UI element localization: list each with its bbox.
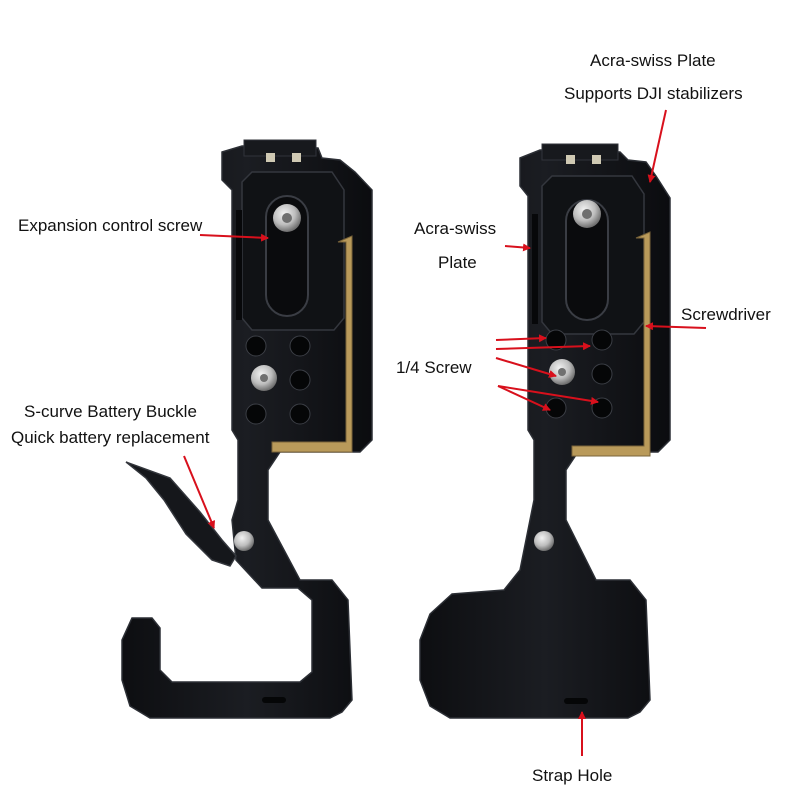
left-top-contact-1 bbox=[266, 153, 275, 162]
right-quarter-screw-hex bbox=[558, 368, 566, 376]
label-s-curve-line2: Quick battery replacement bbox=[11, 428, 210, 447]
right-top-contact-1 bbox=[566, 155, 575, 164]
left-plate bbox=[121, 139, 373, 719]
arrow-acra-side bbox=[504, 243, 531, 252]
right-expansion-screw-hex bbox=[582, 209, 592, 219]
arrow-acra-top bbox=[647, 109, 667, 183]
left-battery-buckle bbox=[125, 461, 237, 567]
right-plate bbox=[419, 143, 671, 719]
left-mount-holes bbox=[245, 335, 311, 425]
label-s-curve-line1: S-curve Battery Buckle bbox=[24, 402, 197, 421]
left-side-slot bbox=[236, 210, 242, 320]
arrow-quarter-2 bbox=[495, 342, 591, 351]
left-top-contact-2 bbox=[292, 153, 301, 162]
arrow-quarter-1 bbox=[495, 334, 547, 343]
right-strap-hole bbox=[564, 698, 588, 704]
left-quarter-screw-hex bbox=[260, 374, 268, 382]
label-strap-hole: Strap Hole bbox=[532, 766, 613, 785]
left-expansion-screw-hex bbox=[282, 213, 292, 223]
right-buckle-pivot bbox=[534, 531, 554, 551]
arrow-battery-buckle bbox=[183, 455, 215, 529]
left-top-rail bbox=[243, 139, 317, 157]
arrow-quarter-5 bbox=[497, 385, 599, 405]
right-side-slot bbox=[532, 214, 538, 324]
left-strap-hole bbox=[262, 697, 286, 703]
arrow-screwdriver bbox=[645, 322, 707, 331]
left-buckle-pivot bbox=[234, 531, 254, 551]
label-acra-swiss-top-line1: Acra-swiss Plate bbox=[590, 51, 716, 70]
right-mount-holes bbox=[545, 329, 613, 419]
arrow-expansion-screw bbox=[199, 233, 269, 242]
label-acra-swiss-top-line2: Supports DJI stabilizers bbox=[564, 84, 743, 103]
right-top-rail bbox=[541, 143, 619, 161]
right-screwdriver bbox=[571, 231, 651, 457]
left-screwdriver bbox=[271, 235, 353, 453]
right-top-contact-2 bbox=[592, 155, 601, 164]
label-expansion-control-screw: Expansion control screw bbox=[18, 216, 203, 235]
label-acra-swiss-side-line2: Plate bbox=[438, 253, 477, 272]
annotation-arrows bbox=[183, 109, 707, 756]
label-acra-swiss-side-line1: Acra-swiss bbox=[414, 219, 497, 238]
label-quarter-screw: 1/4 Screw bbox=[396, 358, 472, 377]
arrow-quarter-3 bbox=[495, 357, 557, 378]
label-screwdriver: Screwdriver bbox=[681, 305, 771, 324]
arrow-quarter-4 bbox=[497, 385, 551, 411]
